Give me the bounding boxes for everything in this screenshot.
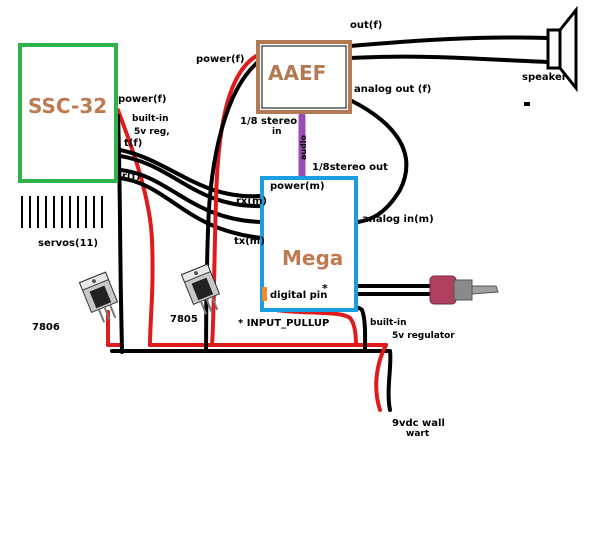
ssc-power-label: power(f) — [118, 94, 166, 105]
aaef-power-red-wire — [210, 53, 260, 347]
audio-cable-label: audio — [299, 134, 308, 160]
aaef-stereo-in-label-1: 1/8 stereo — [240, 116, 297, 127]
wallwart-label-1: 9vdc wall — [392, 418, 445, 429]
mega-stereo-out-label: 1/8stereo out — [312, 162, 388, 173]
ssc32-outline — [18, 43, 118, 183]
ssc-reg-label-2: 5v reg, — [134, 127, 170, 137]
tx-wire — [118, 148, 262, 199]
digital-pin-marker — [262, 287, 267, 301]
ssc32-board: SSC-32 servos(11) power(f) built-in 5v r… — [18, 43, 170, 249]
mega-rx-label: rx(m) — [236, 196, 267, 207]
mega-board: Mega power(m) rx(m) tx(m) analog in(m) d… — [234, 176, 455, 341]
toggle-switch — [429, 275, 499, 305]
wallwart-black-wire — [386, 349, 393, 412]
wallwart-red-wire — [374, 343, 388, 412]
speaker-cone — [558, 5, 578, 93]
aaef-power-label: power(f) — [196, 54, 244, 65]
ssc32-title: SSC-32 — [28, 94, 107, 118]
servos-label: servos(11) — [38, 238, 98, 249]
tx-wire-b — [118, 176, 264, 240]
switch-lever — [471, 285, 499, 295]
aaef-title: AAEF — [268, 61, 326, 85]
rx-wire-b — [118, 154, 264, 209]
regulator-7805: 7805 — [170, 263, 221, 325]
mega-outline — [260, 176, 358, 312]
speaker-label: speaker — [522, 72, 567, 83]
mega-power-label: power(m) — [270, 181, 325, 192]
aaef-board: AAEF power(f) out(f) analog out (f) 1/8 … — [196, 20, 431, 173]
aaef-stereo-in-label-2: in — [272, 127, 282, 137]
switch-collar — [453, 279, 473, 301]
ssc-tx-label: t(f) — [124, 138, 142, 149]
aaef-inner-outline — [261, 45, 347, 109]
speaker: speaker — [522, 5, 578, 106]
aaef-outline — [256, 40, 352, 114]
speaker-wire-1 — [348, 35, 550, 48]
analog-out-wire — [348, 98, 409, 224]
ssc-power-black-wire — [116, 114, 124, 354]
regulator-7806: 7806 — [32, 271, 119, 333]
mega-reg-label-1: built-in — [370, 318, 407, 328]
aaef-power-black-wire — [204, 60, 260, 353]
speaker-dot — [524, 102, 530, 106]
mega-reg-label-2: 5v regulator — [392, 331, 455, 341]
input-pullup-label: * INPUT_PULLUP — [238, 318, 329, 329]
switch-body — [429, 275, 457, 305]
ssc-reg-label-1: built-in — [132, 114, 169, 124]
aaef-out-label: out(f) — [350, 20, 382, 31]
wallwart-label-2: wart — [406, 429, 430, 439]
mega-digital-label: digital pin — [270, 290, 327, 301]
reg-7806-label: 7806 — [32, 322, 60, 333]
speaker-magnet — [546, 28, 562, 70]
ssc-power-red-wire — [116, 108, 155, 347]
ssc-rx-label: r(f) — [122, 171, 140, 182]
mega-tx-label: tx(m) — [234, 236, 265, 247]
mega-title: Mega — [282, 246, 343, 270]
reg-7805-label: 7805 — [170, 314, 198, 325]
servo-pins — [21, 196, 103, 228]
mega-digital-star: * — [322, 282, 328, 295]
speaker-wire-2 — [348, 54, 550, 64]
rx-wire — [118, 168, 264, 224]
mega-analog-in-label: analog in(m) — [362, 214, 434, 225]
aaef-analog-out-label: analog out (f) — [354, 84, 431, 95]
